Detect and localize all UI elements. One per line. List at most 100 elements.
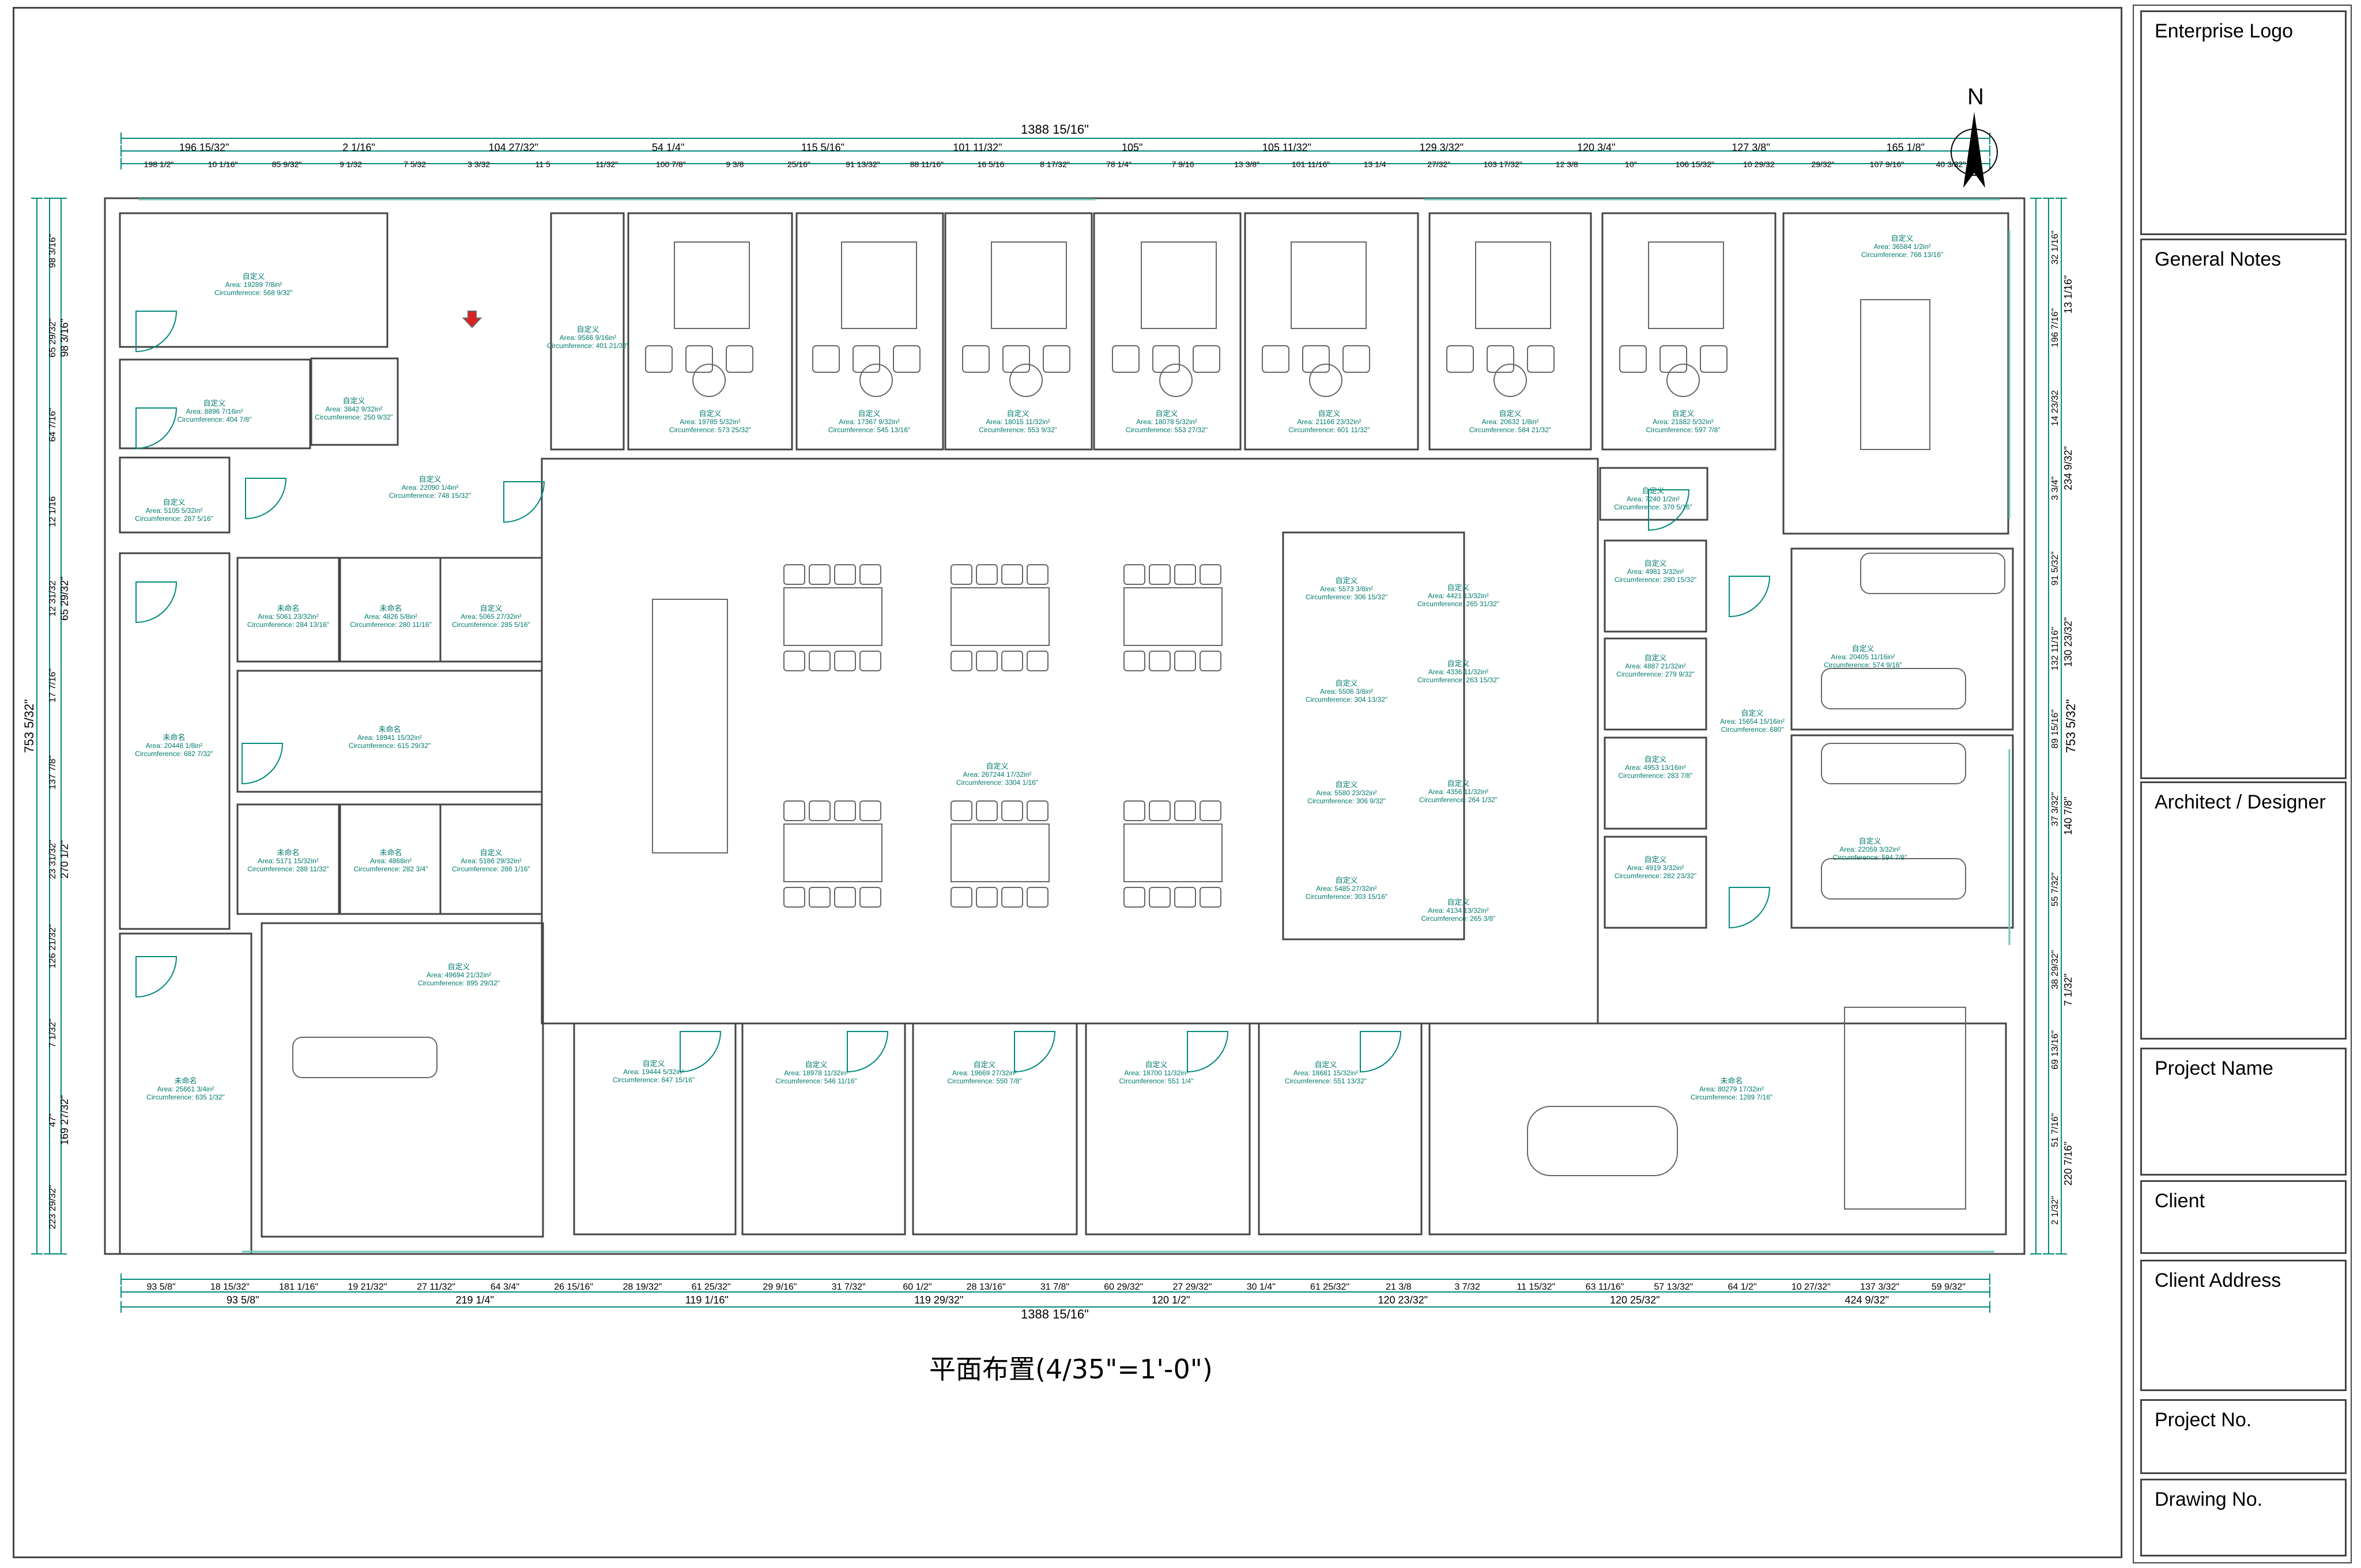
dim-text: 28 19/32" (623, 1282, 662, 1292)
dim-text: 7 1/32" (48, 1019, 58, 1048)
dim-text: 16 5/16 (978, 160, 1005, 169)
dim-text: 120 23/32" (1378, 1294, 1428, 1306)
door-swing (135, 956, 178, 998)
chair (1262, 345, 1289, 373)
sofa (1860, 553, 2005, 594)
dim-text: 198 1/2" (144, 160, 174, 169)
dim-text: 10 29/32 (1743, 160, 1775, 169)
dim-text: 38 29/32" (2050, 950, 2060, 989)
dim-text: 181 1/16" (279, 1282, 318, 1292)
room-circumference: Circumference: 3304 1/16" (956, 779, 1038, 787)
chair (1193, 345, 1220, 373)
chair (1027, 651, 1049, 671)
room-area: Area: 20448 1/8in² (146, 742, 203, 750)
room-name: 自定义 (1644, 755, 1666, 764)
chair (1174, 651, 1196, 671)
dim-text: 23 31/32" (48, 840, 58, 879)
room-name: 未命名 (277, 848, 299, 857)
room-name: 未命名 (163, 733, 185, 742)
chair (1660, 345, 1687, 373)
dim-text: 69 13/16" (2050, 1030, 2060, 1070)
room-wall (795, 212, 944, 451)
dim-text: 101 11/16" (1292, 160, 1330, 169)
room-circumference: Circumference: 303 15/16" (1306, 893, 1387, 901)
room-wall (236, 803, 340, 915)
chair (1200, 800, 1221, 821)
dim-text: 40 3/32" (1936, 160, 1966, 169)
chair (976, 800, 998, 821)
dim-text: 65 29/32" (48, 318, 58, 357)
dim-text: 63 11/16" (1586, 1282, 1624, 1292)
room-area: Area: 7240 1/2in² (1627, 495, 1680, 503)
dim-text: 129 3/32" (1420, 142, 1464, 153)
room-area: Area: 19669 27/32in² (952, 1069, 1017, 1077)
dim-text: 223 29/32" (48, 1185, 58, 1229)
door-swing (135, 581, 178, 624)
dim-text: 10 27/32" (1792, 1282, 1831, 1292)
dim-text: 10 1/16" (208, 160, 238, 169)
sheet-border (13, 7, 2122, 1558)
room-circumference: Circumference: 635 1/32" (146, 1093, 225, 1101)
chair (976, 651, 998, 671)
dim-text: 26 15/16" (554, 1282, 593, 1292)
chair (1027, 800, 1049, 821)
workstation (783, 823, 882, 882)
room-area: Area: 9566 9/16in² (560, 334, 617, 342)
room-name: 自定义 (163, 498, 185, 507)
chair (809, 800, 831, 821)
walls (104, 197, 2026, 1255)
room-name: 未命名 (379, 604, 402, 613)
dim-text: 130 23/32" (2062, 617, 2074, 667)
room-name: 自定义 (447, 962, 470, 971)
dim-text: 753 5/32" (22, 699, 36, 753)
dim-text: 91 13/32" (846, 160, 880, 169)
dim-text: 88 11/16" (910, 160, 944, 169)
door-swing (135, 311, 178, 353)
room-circumference: Circumference: 1289 7/16" (1691, 1093, 1772, 1101)
door-swing (680, 1031, 722, 1073)
meeting-table (1860, 299, 1930, 450)
room-circumference: Circumference: 404 7/8" (178, 415, 252, 424)
room-circumference: Circumference: 306 15/32" (1306, 593, 1387, 601)
dim-text: 132 11/16" (2050, 627, 2060, 671)
dim-text: 120 1/2" (1152, 1294, 1190, 1306)
chair (809, 564, 831, 585)
room-circumference: Circumference: 545 13/16" (828, 426, 910, 434)
room-name: 自定义 (480, 604, 502, 613)
dim-text: 37 3/32" (2050, 792, 2060, 826)
tb-project-name-box: Project Name (2140, 1048, 2347, 1176)
dim-text: 9 1/32 (340, 160, 362, 169)
chair (893, 345, 921, 373)
room-area: Area: 22059 3/32in² (1839, 845, 1900, 853)
tb-client-box: Client (2140, 1180, 2347, 1254)
dim-text: 93 5/8" (227, 1294, 259, 1306)
room-circumference: Circumference: 288 11/32" (247, 865, 329, 873)
plant (859, 364, 893, 397)
room-wall (1782, 212, 2009, 535)
chair (1200, 887, 1221, 908)
room-circumference: Circumference: 250 9/32" (315, 413, 393, 421)
chair (812, 345, 840, 373)
room-name: 未命名 (1720, 1076, 1743, 1085)
tb-general-notes-label: General Notes (2155, 248, 2281, 270)
room-name: 自定义 (1447, 779, 1469, 788)
room-name: 自定义 (1851, 644, 1874, 653)
room-circumference: Circumference: 568 9/32" (214, 289, 293, 297)
room-name: 自定义 (1145, 1060, 1167, 1069)
chair (1001, 887, 1023, 908)
dining-table (1527, 1106, 1678, 1176)
dim-text: 47" (48, 1113, 58, 1127)
dim-text: 27 29/32" (1173, 1282, 1212, 1292)
room-circumference: Circumference: 594 7/8" (1833, 853, 1907, 862)
dim-text: 234 9/32" (2062, 446, 2074, 490)
room-name: 自定义 (986, 762, 1008, 770)
sofa (1821, 668, 1966, 709)
chair (962, 345, 990, 373)
dim-text: 27 11/32" (417, 1282, 455, 1292)
room-area: Area: 15654 15/16in² (1720, 717, 1785, 726)
dim-text: 93 5/8" (147, 1282, 176, 1292)
dim-text: 51 7/16" (2050, 1113, 2060, 1147)
dim-text: 57 13/32" (1654, 1282, 1693, 1292)
room-wall (1604, 836, 1707, 929)
room-wall (1604, 539, 1707, 633)
